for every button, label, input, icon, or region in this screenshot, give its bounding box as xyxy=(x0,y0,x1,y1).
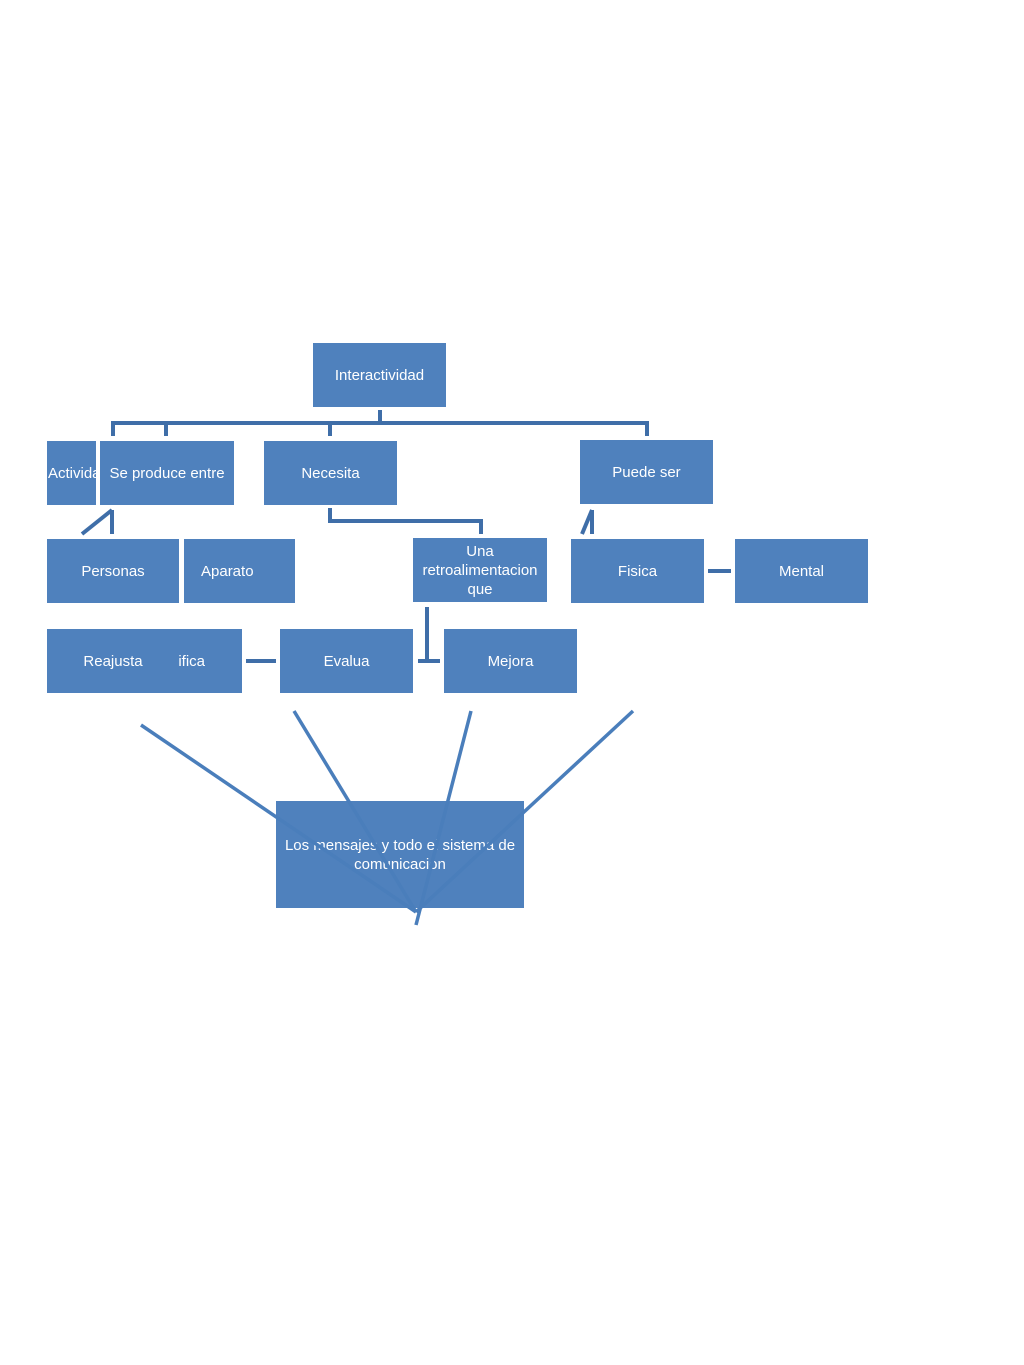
node-mejora: Mejora xyxy=(444,629,577,693)
node-necesita: Necesita xyxy=(264,441,397,505)
node-personas: Personas xyxy=(47,539,179,603)
node-puede-ser: Puede ser xyxy=(580,440,713,504)
node-mensajes-sistema: Los mensajes y todo el sistema de comuni… xyxy=(276,801,524,908)
node-actividad: Actividad xyxy=(47,441,96,505)
node-se-produce-entre: Se produce entre xyxy=(100,441,234,505)
ray-extra xyxy=(414,709,635,914)
node-fisica: Fisica xyxy=(571,539,704,603)
node-interactividad: Interactividad xyxy=(313,343,446,407)
ray-evalua xyxy=(292,710,418,913)
ray-reajusta xyxy=(140,723,417,914)
node-aparato: Aparato xyxy=(184,539,295,603)
node-mental: Mental xyxy=(735,539,868,603)
node-retroalimentacion: Una retroalimentacion que xyxy=(413,538,547,602)
node-reajusta: Reajusta xyxy=(47,629,179,693)
node-evalua: Evalua xyxy=(280,629,413,693)
ray-mejora xyxy=(414,710,473,926)
